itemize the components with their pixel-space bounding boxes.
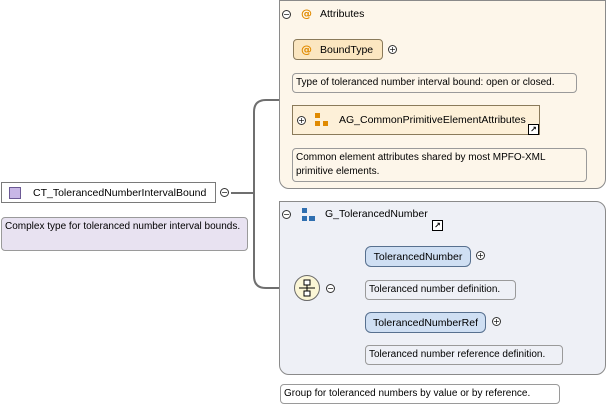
attribute-group-icon [315, 113, 328, 126]
toleranced-number-ref-element[interactable]: TolerancedNumberRef [365, 312, 486, 333]
bound-type-expand-icon[interactable]: + [388, 45, 397, 54]
sequence-collapse-icon[interactable]: − [326, 284, 335, 293]
attributes-title: Attributes [320, 8, 365, 20]
sequence-icon [299, 279, 315, 297]
complex-type-collapse-icon[interactable]: − [220, 188, 229, 197]
toleranced-number-doc: Toleranced number definition. [365, 280, 516, 300]
group-name: G_TolerancedNumber [325, 208, 428, 220]
toleranced-number-element[interactable]: TolerancedNumber [365, 246, 471, 267]
bound-type-attribute[interactable]: @ BoundType [293, 39, 383, 60]
attribute-group-node[interactable]: + AG_CommonPrimitiveElementAttributes [292, 105, 540, 135]
complex-type-doc: Complex type for toleranced number inter… [1, 217, 248, 251]
toleranced-number-ref-expand-icon[interactable]: + [492, 317, 501, 326]
bound-type-name: BoundType [320, 43, 374, 56]
bound-type-at-icon: @ [301, 43, 312, 56]
attributes-at-icon: @ [301, 7, 312, 20]
complex-type-name: CT_TolerancedNumberIntervalBound [33, 186, 207, 199]
attribute-group-link-icon[interactable]: ↗ [528, 124, 539, 135]
toleranced-number-ref-name: TolerancedNumberRef [372, 316, 479, 329]
toleranced-number-expand-icon[interactable]: + [476, 251, 485, 260]
attribute-group-doc: Common element attributes shared by most… [292, 148, 587, 182]
group-link-icon[interactable]: ↗ [432, 220, 443, 231]
connector-ct-trunk [231, 99, 279, 194]
attributes-collapse-icon[interactable]: − [282, 10, 291, 19]
toleranced-number-ref-doc: Toleranced number reference definition. [365, 345, 563, 365]
group-collapse-icon[interactable]: − [282, 210, 291, 219]
complex-type-node[interactable]: CT_TolerancedNumberIntervalBound [1, 182, 216, 203]
group-doc: Group for toleranced numbers by value or… [280, 384, 560, 404]
toleranced-number-name: TolerancedNumber [373, 250, 463, 263]
group-icon [302, 208, 315, 221]
attribute-group-expand-icon[interactable]: + [297, 115, 306, 125]
connector-ct-group [253, 193, 294, 289]
sequence-compositor[interactable] [294, 275, 320, 301]
attribute-group-name: AG_CommonPrimitiveElementAttributes [339, 114, 526, 126]
complex-type-icon [9, 186, 21, 199]
bound-type-doc: Type of toleranced number interval bound… [292, 73, 577, 93]
